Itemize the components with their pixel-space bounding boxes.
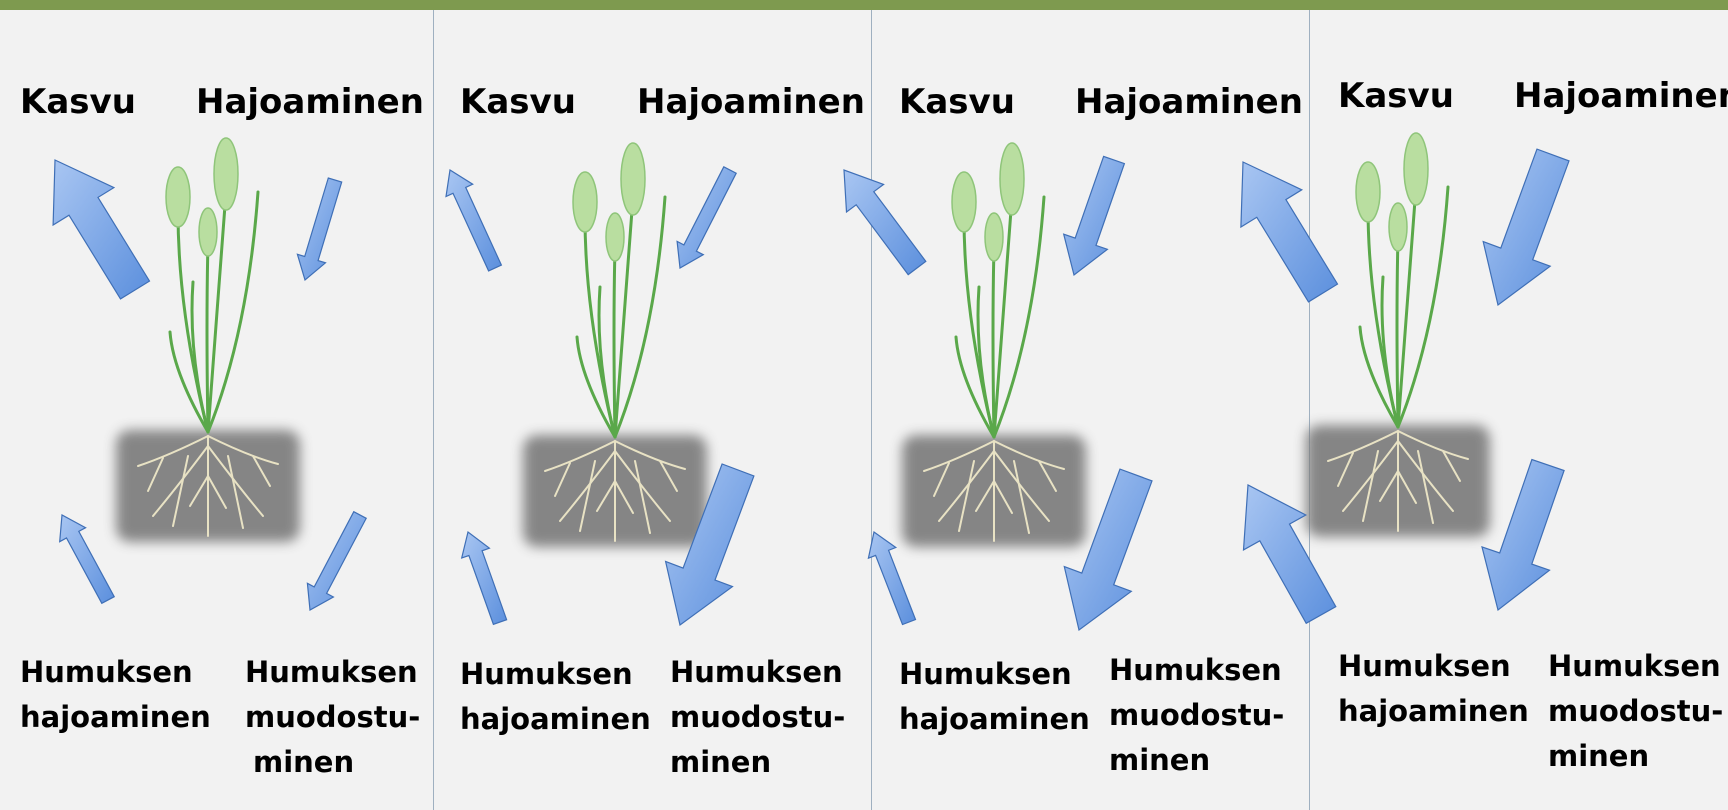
humus-formation-label: Humuksen muodostu- minen — [1109, 648, 1284, 783]
diagram-panel-4: Kasvu Hajoaminen Humuksen hajoaminen Hum… — [1318, 10, 1728, 810]
decomposition-label: Hajoaminen — [637, 80, 865, 124]
growth-arrow — [53, 160, 149, 299]
decomposition-arrow — [1483, 149, 1569, 305]
seed-head — [573, 172, 597, 232]
seed-head — [214, 138, 238, 210]
humus-formation-label: Humuksen muodostu- minen — [245, 650, 420, 785]
top-accent-bar — [0, 0, 1728, 10]
decomposition-label: Hajoaminen — [1514, 74, 1728, 118]
seed-head — [1000, 143, 1024, 215]
diagram-panel-3: Kasvu Hajoaminen Humuksen hajoaminen Hum… — [879, 10, 1314, 810]
humus-formation-label: Humuksen muodostu- minen — [670, 650, 845, 785]
humus-breakdown-arrow — [60, 515, 114, 603]
seed-head — [199, 208, 217, 256]
humus-breakdown-label: Humuksen hajoaminen — [460, 652, 651, 742]
seed-head — [1404, 133, 1428, 205]
seed-head — [166, 167, 190, 227]
diagram-panel-2: Kasvu Hajoaminen Humuksen hajoaminen Hum… — [440, 10, 875, 810]
humus-breakdown-label: Humuksen hajoaminen — [20, 650, 211, 740]
growth-label: Kasvu — [1338, 74, 1454, 118]
seed-head — [1356, 162, 1380, 222]
decomposition-arrow — [297, 178, 341, 280]
seed-head — [606, 213, 624, 261]
humus-formation-label: Humuksen muodostu- minen — [1548, 644, 1723, 779]
decomposition-label: Hajoaminen — [196, 80, 424, 124]
humus-breakdown-label: Humuksen hajoaminen — [899, 652, 1090, 742]
humus-breakdown-arrow — [462, 532, 507, 624]
humus-breakdown-arrow — [868, 532, 915, 625]
growth-label: Kasvu — [20, 80, 136, 124]
decomposition-label: Hajoaminen — [1075, 80, 1303, 124]
grass-plant-icon — [902, 143, 1086, 547]
grass-plant-icon — [116, 138, 300, 542]
humus-breakdown-label: Humuksen hajoaminen — [1338, 644, 1529, 734]
grass-plant-icon — [523, 143, 707, 547]
humus-formation-arrow — [1482, 460, 1564, 611]
decomposition-arrow — [677, 167, 736, 268]
seed-head — [1389, 203, 1407, 251]
decomposition-arrow — [1064, 156, 1125, 275]
diagram-panel-1: Kasvu Hajoaminen Humuksen hajoaminen Hum… — [0, 10, 435, 810]
humus-formation-arrow — [307, 512, 366, 610]
seed-head — [985, 213, 1003, 261]
seed-head — [952, 172, 976, 232]
growth-label: Kasvu — [460, 80, 576, 124]
seed-head — [621, 143, 645, 215]
growth-arrow — [446, 170, 501, 271]
grass-plant-icon — [1306, 133, 1490, 537]
growth-label: Kasvu — [899, 80, 1015, 124]
